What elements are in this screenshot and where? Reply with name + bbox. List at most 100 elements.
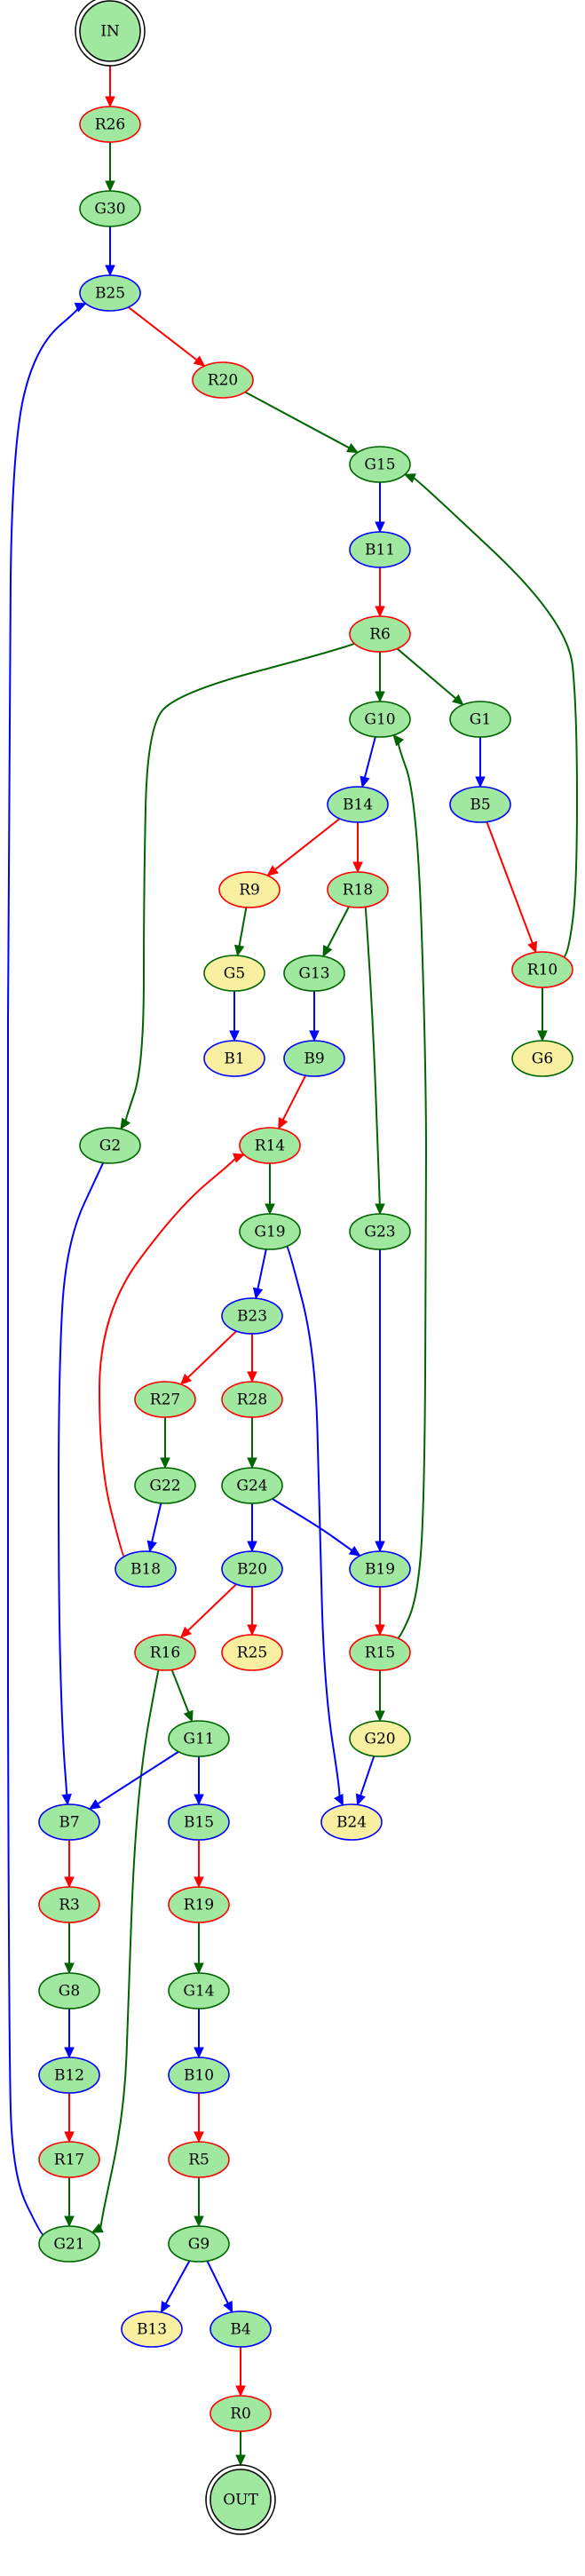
node-shape xyxy=(349,701,411,738)
edge-R5-to-G9 xyxy=(194,2177,204,2228)
node-b15: B15 xyxy=(168,1803,230,1841)
edge-B19-to-R15 xyxy=(375,1587,385,1637)
node-shape xyxy=(349,446,411,483)
edge-arrowhead xyxy=(61,1794,72,1806)
edge-B23-to-R28 xyxy=(247,1334,257,1383)
node-shape xyxy=(134,1467,196,1504)
edge-B12-to-R17 xyxy=(64,2093,75,2144)
node-shape xyxy=(449,786,511,823)
edge-B10-to-R5 xyxy=(194,2093,204,2144)
node-shape xyxy=(134,1634,196,1671)
edge-arrowhead xyxy=(375,1624,385,1637)
edge-line xyxy=(257,1248,267,1289)
node-shape xyxy=(38,2225,100,2263)
node-shape xyxy=(168,1720,230,1757)
edge-line xyxy=(486,821,534,944)
edge-B11-to-R6 xyxy=(375,567,385,618)
node-b13: B13 xyxy=(121,2310,183,2348)
edge-R15-to-G10 xyxy=(392,733,428,1639)
edge-R9-to-G5 xyxy=(233,907,248,957)
edge-line xyxy=(57,1162,105,1797)
node-outer-ring xyxy=(75,0,146,67)
node-r10: R10 xyxy=(511,951,573,988)
node-label: G21 xyxy=(53,2236,84,2254)
node-g24: G24 xyxy=(221,1467,283,1504)
edge-arrowhead xyxy=(348,1545,361,1557)
node-label: IN xyxy=(100,23,120,41)
node-label: B19 xyxy=(365,1561,395,1579)
node-shape xyxy=(168,2057,230,2094)
edge-arrowhead xyxy=(537,1030,548,1042)
edge-line xyxy=(286,1245,341,1798)
edge-arrowhead xyxy=(105,180,115,193)
edge-B14-to-R18 xyxy=(352,822,363,874)
node-shape xyxy=(79,274,141,312)
node-label: R0 xyxy=(230,2406,251,2423)
edge-G9-to-B13 xyxy=(160,2260,191,2314)
edge-arrowhead xyxy=(229,1030,240,1042)
node-shape xyxy=(38,1886,100,1923)
edge-B23-to-R27 xyxy=(179,1330,237,1385)
node-shape xyxy=(349,1720,411,1757)
node-label: B1 xyxy=(224,1050,244,1068)
edge-arrowhead xyxy=(375,1541,385,1553)
node-b24: B24 xyxy=(320,1803,383,1841)
node-g10: G10 xyxy=(349,701,411,738)
node-shape xyxy=(209,2310,272,2348)
edge-arrowhead xyxy=(194,2131,204,2144)
node-r25: R25 xyxy=(221,1634,283,1671)
edge-R16-to-G11 xyxy=(170,1669,194,1723)
node-label: G15 xyxy=(364,456,395,474)
node-r15: R15 xyxy=(349,1634,411,1671)
edges-layer xyxy=(6,66,579,2467)
edge-arrowhead xyxy=(375,1203,385,1216)
node-b5: B5 xyxy=(449,786,511,823)
edge-G5-to-B1 xyxy=(229,991,240,1042)
node-shape xyxy=(121,2310,183,2348)
edge-R10-to-G15 xyxy=(403,473,579,958)
node-shape xyxy=(38,2057,100,2094)
edge-arrowhead xyxy=(235,2454,246,2467)
node-shape xyxy=(168,1886,230,1923)
node-g11: G11 xyxy=(168,1720,230,1757)
edge-arrowhead xyxy=(160,1457,170,1470)
node-g6: G6 xyxy=(511,1040,573,1077)
node-label: R26 xyxy=(95,116,125,134)
node-label: G2 xyxy=(99,1137,121,1155)
edge-G1-to-B5 xyxy=(475,737,486,789)
node-r9: R9 xyxy=(218,871,281,908)
node-g5: G5 xyxy=(203,955,265,992)
node-b25: B25 xyxy=(79,274,141,312)
edge-G21-to-B25 xyxy=(6,302,87,2236)
edge-line xyxy=(99,1669,160,2230)
edge-B5-to-R10 xyxy=(486,821,538,954)
node-label: B13 xyxy=(137,2321,167,2339)
node-shape xyxy=(209,2469,272,2531)
edge-arrowhead xyxy=(91,2223,104,2233)
node-label: OUT xyxy=(223,2492,258,2509)
node-b10: B10 xyxy=(168,2057,230,2094)
edge-R14-to-G19 xyxy=(265,1163,275,1216)
node-label: G19 xyxy=(254,1224,285,1241)
node-label: B4 xyxy=(230,2321,250,2339)
edge-arrowhead xyxy=(74,302,87,313)
edge-G19-to-B23 xyxy=(252,1248,267,1300)
edge-arrowhead xyxy=(247,1541,257,1553)
edge-arrowhead xyxy=(375,606,385,618)
edge-R19-to-G14 xyxy=(194,1922,204,1975)
edge-line xyxy=(363,736,376,778)
node-g20: G20 xyxy=(349,1720,411,1757)
node-label: G10 xyxy=(364,711,395,729)
edge-G24-to-B20 xyxy=(247,1503,257,1553)
node-b14: B14 xyxy=(327,786,389,823)
edge-line xyxy=(281,1074,307,1121)
edge-arrowhead xyxy=(252,1287,264,1300)
node-shape xyxy=(327,871,389,908)
edge-G15-to-B11 xyxy=(375,482,385,534)
edge-R28-to-G24 xyxy=(247,1417,257,1470)
node-shape xyxy=(221,1550,283,1588)
node-shape xyxy=(349,531,411,568)
node-r14: R14 xyxy=(239,1127,301,1164)
edge-arrowhead xyxy=(64,2047,75,2059)
node-label: B20 xyxy=(237,1561,267,1579)
